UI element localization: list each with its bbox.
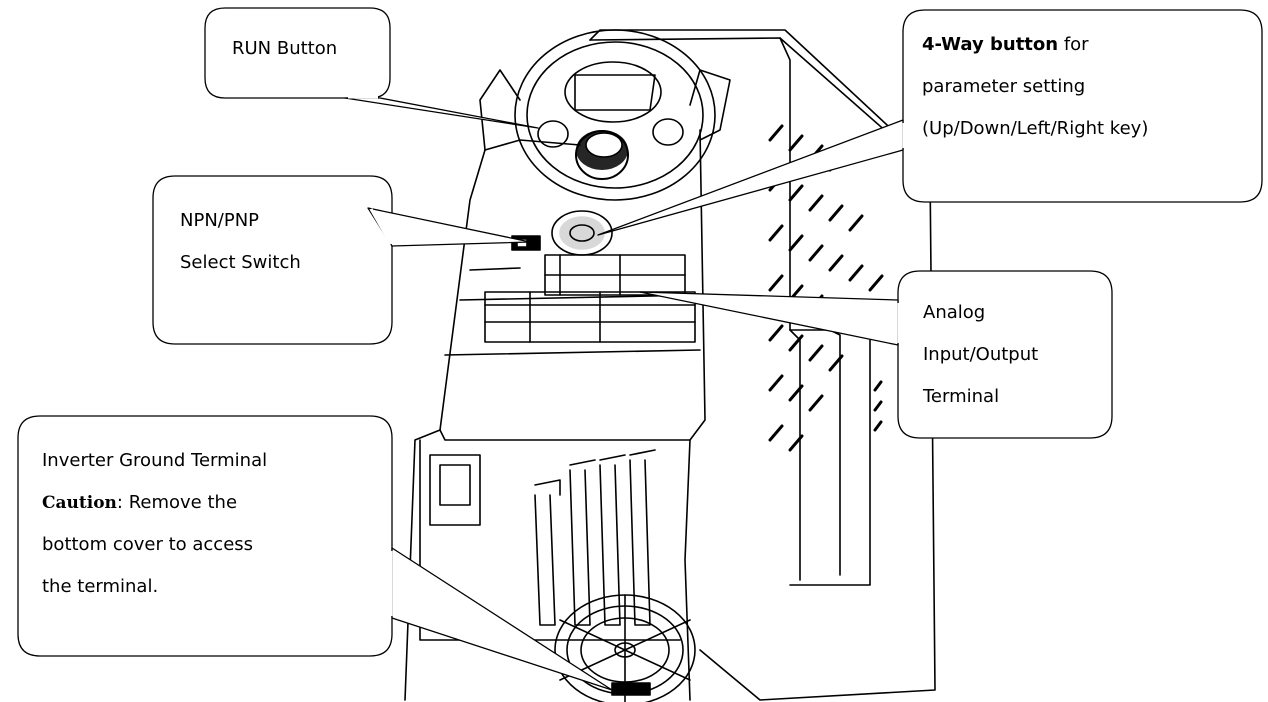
four-way-callout-pointer (597, 119, 904, 236)
four-way-button-shape (551, 210, 613, 256)
run-callout-label: RUN Button (232, 38, 338, 59)
ground-callout-bubble (17, 415, 393, 657)
four-way-callout-line2: parameter setting (922, 76, 1086, 97)
four-way-callout-bold: 4-Way button (922, 34, 1059, 55)
ground-callout-line2: Caution: Remove the (42, 482, 267, 524)
analog-callout-pointer (639, 291, 899, 346)
lower-cover (429, 449, 656, 626)
ground-callout: Inverter Ground Terminal Caution: Remove… (42, 440, 267, 608)
ground-callout-line1: Inverter Ground Terminal (42, 450, 268, 471)
analog-callout-line2: Input/Output (923, 344, 1039, 365)
analog-callout-line3: Terminal (923, 386, 1000, 407)
four-way-callout-rest: for (1058, 34, 1089, 55)
keypad-area (514, 29, 716, 201)
ground-callout-line3: bottom cover to access (42, 534, 254, 555)
npn-callout: NPN/PNP Select Switch (180, 200, 301, 284)
four-way-callout-line3: (Up/Down/Left/Right key) (922, 118, 1149, 139)
npn-callout-pointer (367, 207, 531, 247)
analog-callout: Analog Input/Output Terminal (923, 292, 1038, 418)
four-way-callout-bubble (902, 9, 1263, 203)
analog-callout-line1: Analog (923, 302, 986, 323)
terminal-blocks (484, 254, 696, 343)
four-way-callout: 4-Way button for parameter setting (Up/D… (922, 24, 1148, 150)
four-way-callout-line1: 4-Way button for (922, 24, 1148, 66)
npn-callout-line2: Select Switch (180, 252, 301, 273)
ground-callout-line4: the terminal. (42, 576, 159, 597)
caution-label: Caution (42, 493, 117, 513)
fan-shape (554, 594, 696, 702)
npn-callout-line1: NPN/PNP (180, 210, 260, 231)
npn-callout-bubble (152, 175, 393, 345)
inverter-body (404, 29, 936, 701)
run-callout: RUN Button (232, 28, 337, 70)
caution-text: : Remove the (116, 492, 238, 513)
ground-callout-pointer (391, 547, 613, 691)
run-callout-pointer (344, 97, 539, 129)
analog-callout-bubble (897, 270, 1113, 439)
